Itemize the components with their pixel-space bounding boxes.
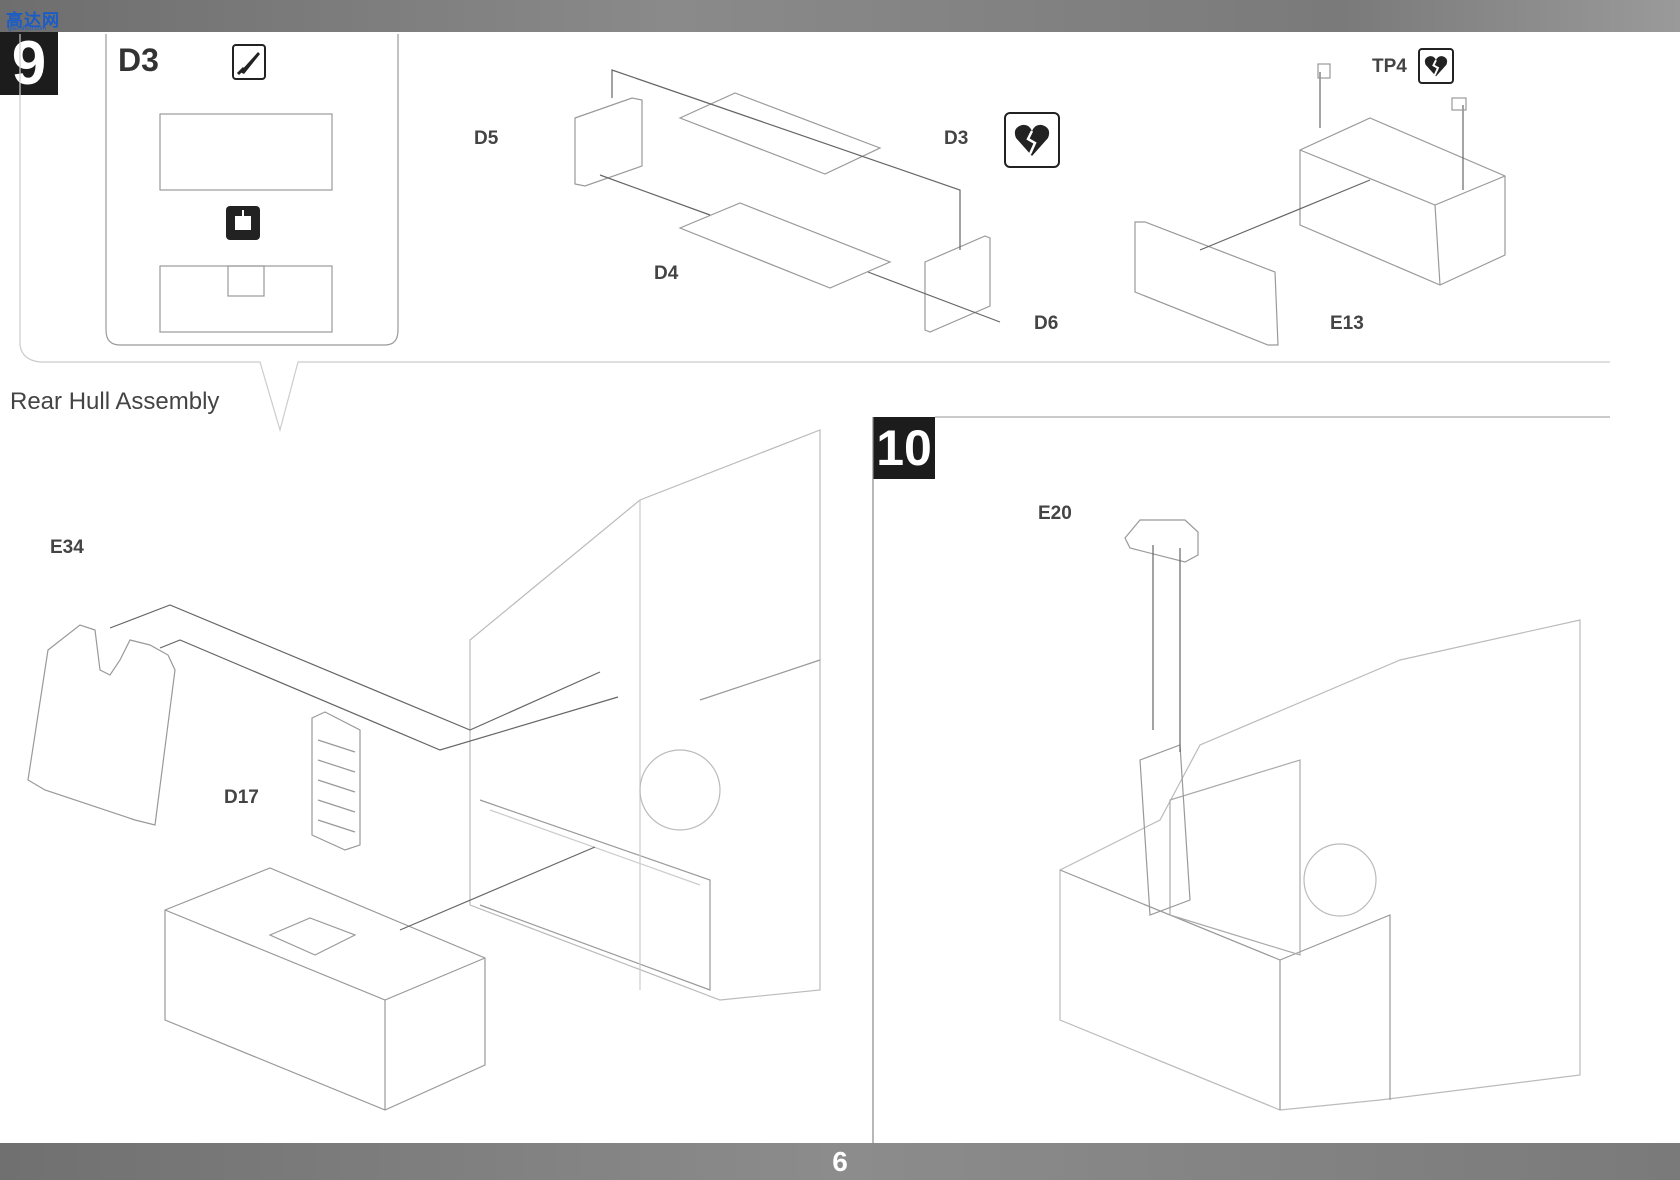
hull-body — [469, 429, 821, 1001]
label-d3: D3 — [944, 128, 969, 149]
step9-frame — [19, 34, 1610, 433]
label-d6: D6 — [1034, 313, 1059, 334]
label-tp4: TP4 — [1372, 56, 1407, 77]
label-d5: D5 — [474, 128, 499, 149]
label-d17: D17 — [224, 787, 259, 808]
part-e13 — [1134, 221, 1279, 346]
tp4-broken-heart-icon — [1418, 48, 1454, 84]
inset-panel-top — [159, 113, 333, 191]
label-e34: E34 — [50, 537, 84, 558]
lower-box — [164, 867, 486, 1111]
section-title: Rear Hull Assembly — [10, 388, 220, 415]
part-d4 — [678, 202, 892, 289]
top-band — [0, 0, 1680, 32]
site-logo: 高达网 — [6, 11, 60, 30]
page-number: 6 — [832, 1146, 848, 1177]
knife-icon — [232, 44, 266, 80]
label-e13: E13 — [1330, 313, 1364, 334]
inset-frame — [105, 34, 399, 346]
inset-part-label: D3 — [118, 42, 159, 78]
site-logo-sub: gao-shou.com — [8, 26, 47, 32]
broken-heart-icon — [1004, 112, 1060, 168]
label-e20: E20 — [1038, 503, 1072, 524]
inset-panel-bottom — [159, 265, 333, 333]
part-d6 — [924, 235, 991, 333]
rear-hull-box — [1299, 117, 1506, 286]
bottom-band — [0, 1143, 1680, 1180]
step-9-number: 9 — [0, 32, 58, 95]
drill-hole-icon — [226, 206, 260, 240]
step-10-number: 10 — [873, 417, 935, 479]
part-e34 — [27, 624, 176, 826]
part-d3 — [678, 92, 882, 175]
part-d5 — [574, 97, 643, 187]
part-d17 — [311, 711, 361, 851]
part-e20 — [1124, 519, 1199, 563]
label-d4: D4 — [654, 263, 679, 284]
assembled-hull — [1059, 619, 1581, 1111]
